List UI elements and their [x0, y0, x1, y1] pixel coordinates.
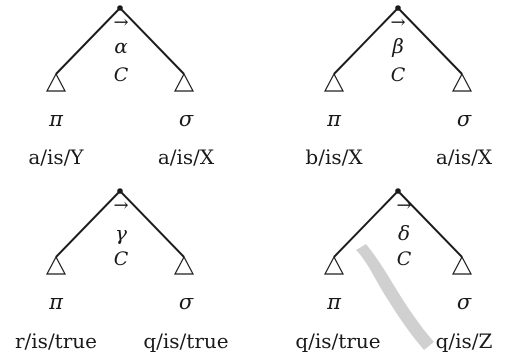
c-label: C: [391, 64, 406, 86]
right-branch: [119, 7, 185, 75]
left-symbol: π: [326, 290, 342, 314]
vector-arrow: →: [396, 195, 411, 216]
left-subtree-triangle: [46, 72, 66, 92]
left-branch: [55, 7, 121, 75]
right-symbol: σ: [457, 107, 472, 131]
right-symbol: σ: [457, 290, 472, 314]
greek-label: α: [114, 34, 128, 58]
right-branch: [397, 7, 463, 75]
left-branch: [333, 190, 399, 258]
tree-alpha: → α C π σ a/is/Y a/is/X: [28, 5, 215, 169]
left-path: r/is/true: [15, 329, 97, 353]
left-subtree-triangle: [324, 255, 344, 275]
right-subtree-triangle: [452, 72, 472, 92]
left-symbol: π: [326, 107, 342, 131]
tree-gamma: → γ C π σ r/is/true q/is/true: [15, 188, 229, 353]
right-path: q/is/true: [143, 329, 228, 353]
right-subtree-triangle: [174, 72, 194, 92]
vector-arrow: →: [113, 12, 128, 33]
right-branch: [397, 190, 463, 258]
right-symbol: σ: [179, 290, 194, 314]
c-label: C: [397, 248, 412, 270]
left-path: a/is/Y: [28, 145, 84, 169]
left-symbol: π: [48, 290, 64, 314]
right-subtree-triangle: [452, 255, 472, 275]
left-subtree-triangle: [46, 255, 66, 275]
tree-delta: → δ C π σ q/is/true q/is/Z: [295, 188, 493, 353]
left-subtree-triangle: [324, 72, 344, 92]
left-branch: [333, 7, 399, 75]
greek-label: γ: [115, 221, 127, 245]
left-symbol: π: [48, 107, 64, 131]
right-path: q/is/Z: [436, 329, 493, 353]
greek-label: δ: [398, 221, 410, 245]
left-path: q/is/true: [295, 329, 380, 353]
left-branch: [55, 190, 121, 258]
tree-beta: → β C π σ b/is/X a/is/X: [305, 5, 493, 169]
right-subtree-triangle: [174, 255, 194, 275]
c-label: C: [114, 64, 129, 86]
left-path: b/is/X: [305, 145, 363, 169]
right-path: a/is/X: [158, 145, 215, 169]
right-branch: [119, 190, 185, 258]
right-symbol: σ: [179, 107, 194, 131]
vector-arrow: →: [390, 12, 405, 33]
c-label: C: [114, 248, 129, 270]
greek-label: β: [391, 34, 404, 58]
vector-arrow: →: [113, 195, 128, 216]
right-path: a/is/X: [436, 145, 493, 169]
